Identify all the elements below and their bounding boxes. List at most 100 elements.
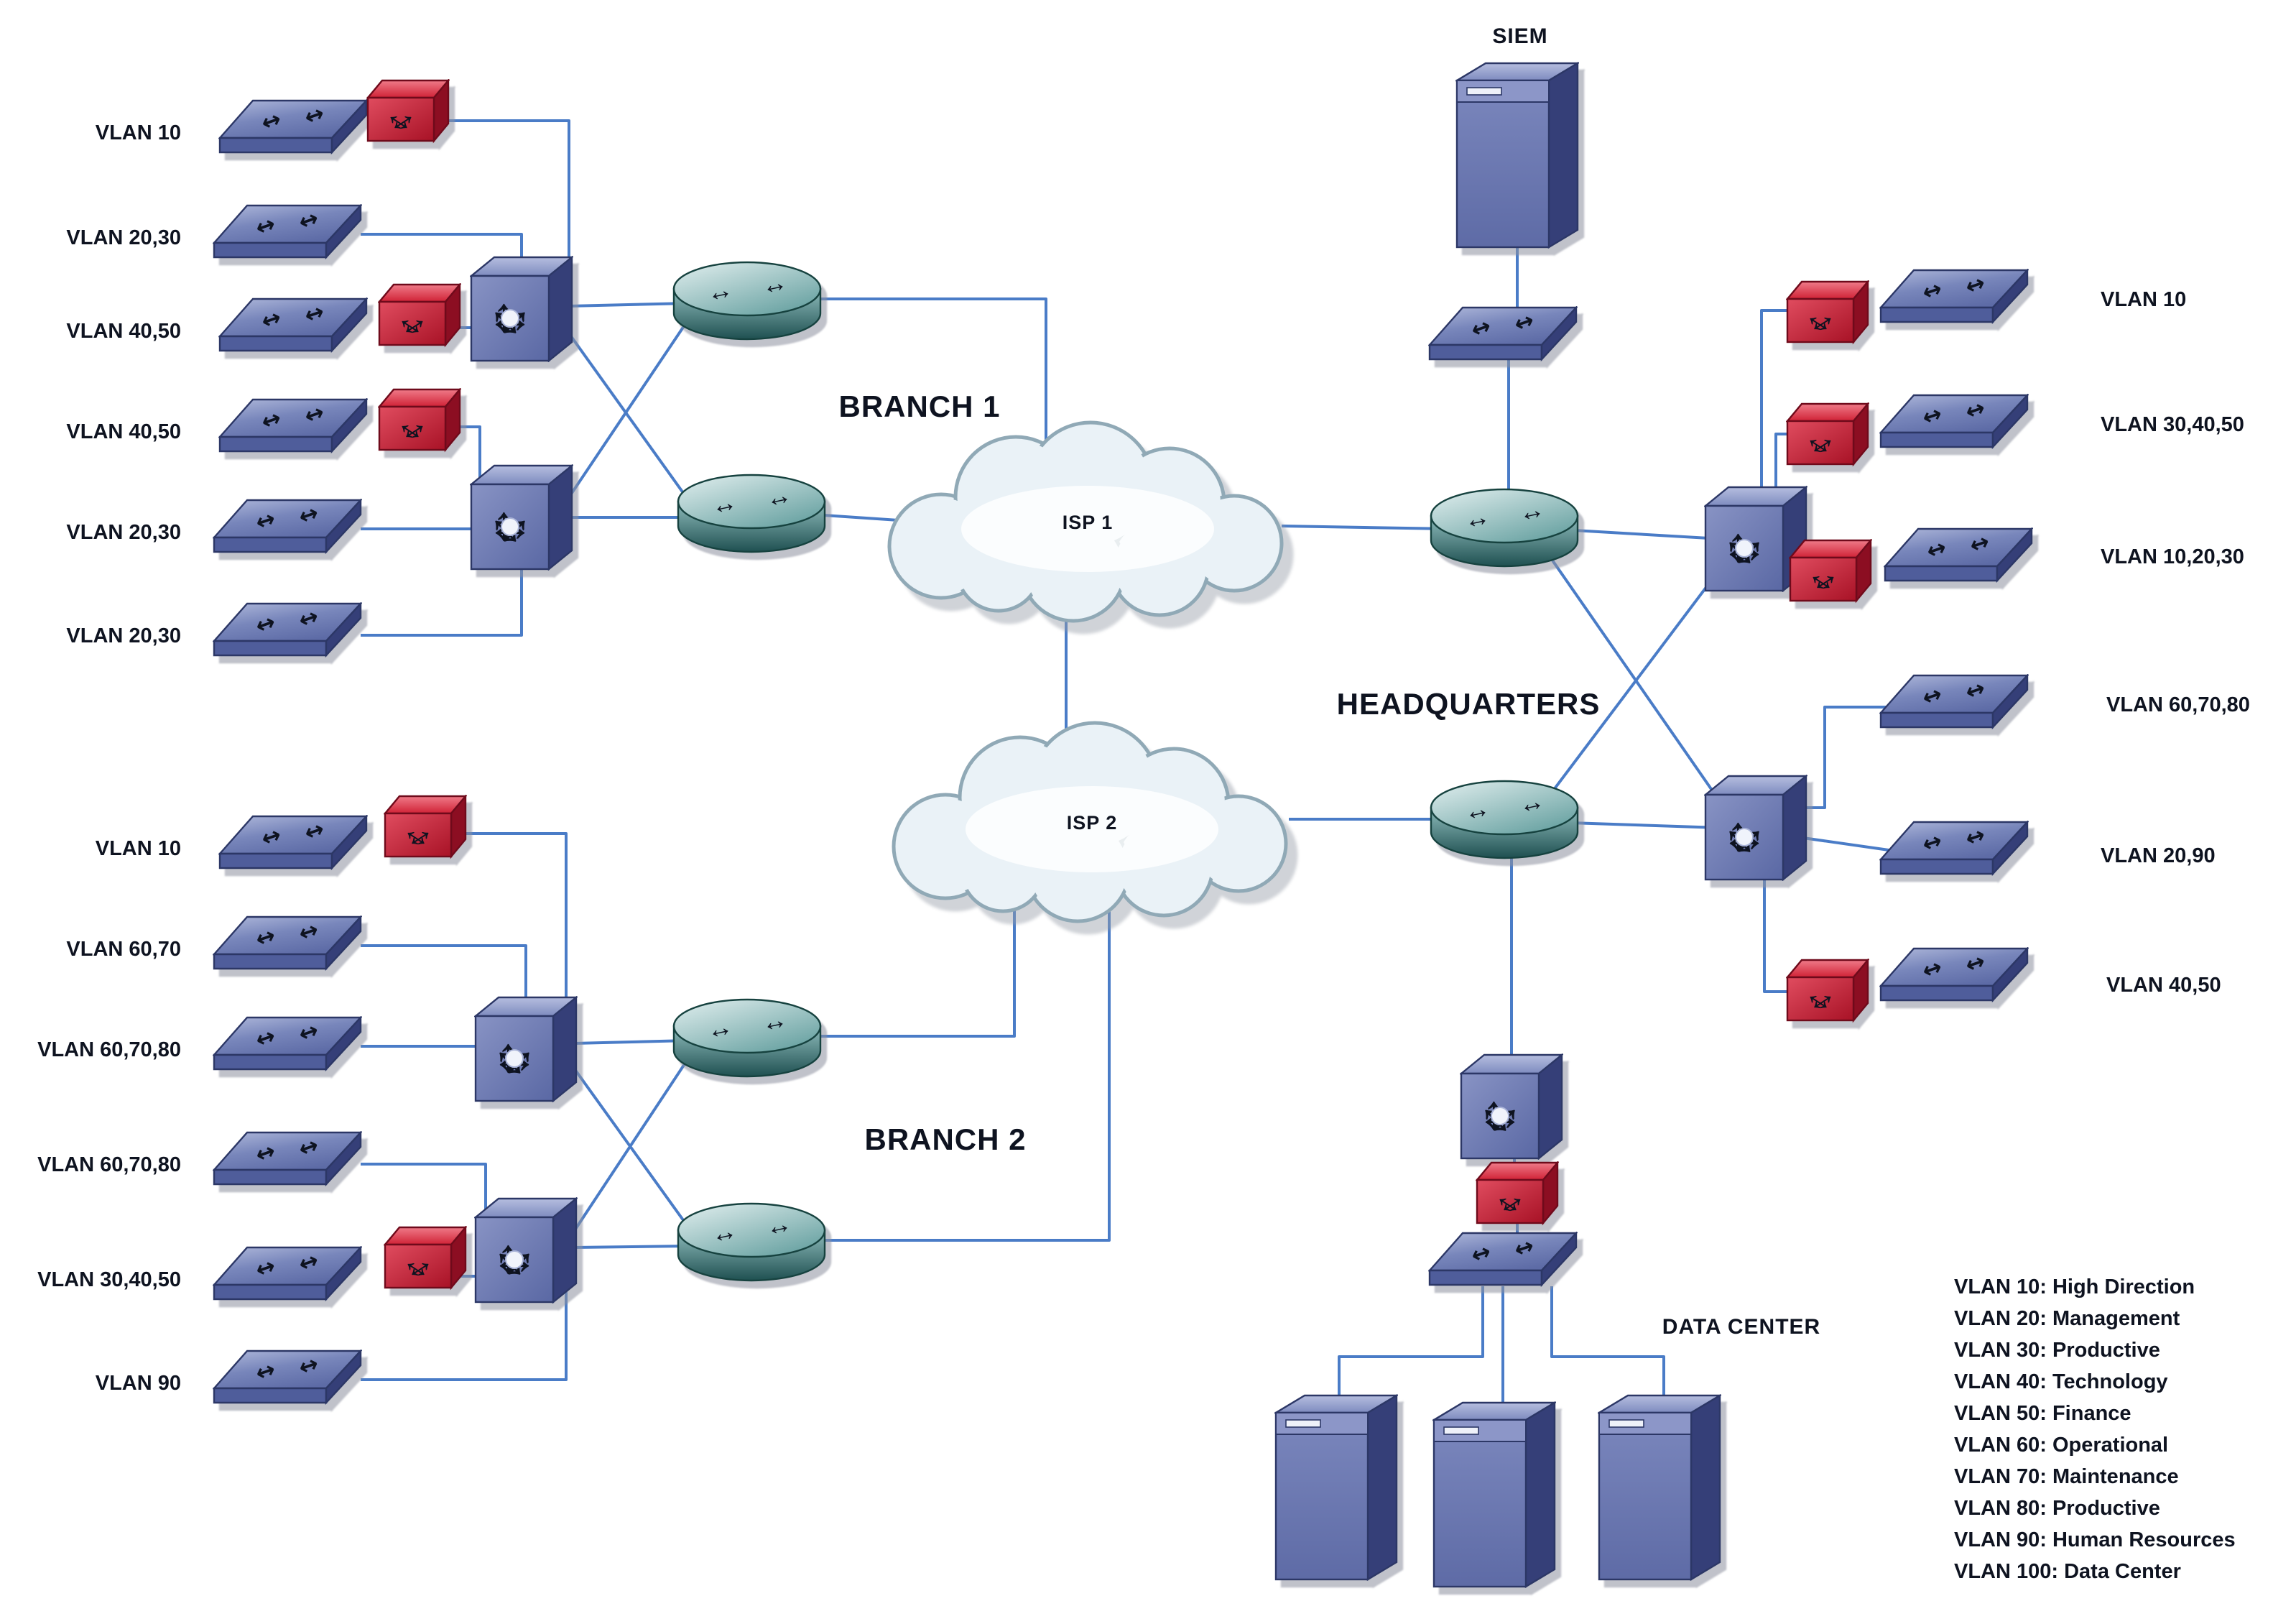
hq-switch-vlan304050--switch-icon <box>1879 394 2029 448</box>
hq-redswitch-vlan4050--red-switch-icon <box>1786 959 1869 1023</box>
link-b2-router1-isp2 <box>803 890 1016 1038</box>
link-b2-vlan607080b-mls2 <box>361 1163 487 1223</box>
hq-redswitch-vlan10--red-switch-icon <box>1786 280 1869 345</box>
vlan-label-9: VLAN 60,70,80 <box>37 1038 181 1061</box>
datacenter-redswitch--red-switch-icon <box>1476 1161 1559 1226</box>
datacenter-switch--switch-icon <box>1428 1232 1578 1286</box>
link-dc-switch-server1 <box>1338 1286 1484 1427</box>
hq-switch-vlan607080--switch-icon <box>1879 674 2029 729</box>
legend-item-2: VLAN 20: Management <box>1954 1307 2180 1330</box>
branch2-multilayer-switch-2--multilayer-switch-icon <box>474 1197 578 1304</box>
vlan-label-12: VLAN 90 <box>96 1372 181 1395</box>
vlan-label-1: VLAN 10 <box>96 121 181 144</box>
link-b2-mls2-router1 <box>573 1050 695 1232</box>
branch1-switch-vlan4050-b--switch-icon <box>218 398 368 453</box>
link-isp1-hq-router1 <box>1281 524 1450 531</box>
legend-item-8: VLAN 80: Productive <box>1954 1497 2160 1520</box>
branch1-redswitch-vlan4050-a--red-switch-icon <box>378 283 461 348</box>
label-siem: SIEM <box>1492 24 1547 48</box>
branch1-router-2--router-icon <box>677 474 826 553</box>
branch2-redswitch-vlan304050--red-switch-icon <box>384 1226 467 1291</box>
link-hq-router1-mls2 <box>1542 547 1726 810</box>
branch2-switch-vlan10--switch-icon <box>218 815 368 869</box>
vlan-label-11: VLAN 30,40,50 <box>37 1268 181 1291</box>
label-isp-1: ISP 1 <box>1063 512 1114 533</box>
legend-item-1: VLAN 10: High Direction <box>1954 1275 2195 1298</box>
link-b1-vlan2030c-mls2 <box>361 559 523 637</box>
link-b1-mls1-router1 <box>567 301 689 308</box>
legend-item-5: VLAN 50: Finance <box>1954 1402 2131 1425</box>
vlan-label-7: VLAN 10 <box>96 837 181 860</box>
label-data-center: DATA CENTER <box>1662 1315 1820 1339</box>
legend-item-10: VLAN 100: Data Center <box>1954 1560 2181 1583</box>
link-dc-switch-server3 <box>1550 1286 1665 1427</box>
legend-item-9: VLAN 90: Human Resources <box>1954 1528 2236 1551</box>
link-hq-router2-mls1 <box>1542 561 1726 804</box>
hq-switch-vlan4050--switch-icon <box>1879 947 2029 1002</box>
hq-router-2--router-icon <box>1430 780 1579 859</box>
link-b2-router2-isp2 <box>812 901 1111 1242</box>
link-b2-mls1-router2 <box>573 1067 695 1235</box>
branch1-switch-vlan4050-a--switch-icon <box>218 297 368 352</box>
vlan-label-5: VLAN 20,30 <box>66 521 181 544</box>
hq-router-1--router-icon <box>1430 488 1579 568</box>
link-b1-mls1-router2 <box>567 331 695 508</box>
branch1-switch-vlan2030-a--switch-icon <box>213 204 362 259</box>
vlan-label-2: VLAN 20,30 <box>66 226 181 249</box>
legend-item-6: VLAN 60: Operational <box>1954 1434 2168 1457</box>
branch2-switch-vlan607080-b--switch-icon <box>213 1131 362 1186</box>
link-b2-vlan6070-mls1 <box>361 944 527 1010</box>
branch1-router-1--router-icon <box>672 261 822 341</box>
siem-server--server-icon <box>1455 62 1579 249</box>
link-hq-mls2-vlan2090 <box>1791 834 1896 853</box>
hq-redswitch-vlan304050--red-switch-icon <box>1786 402 1869 467</box>
datacenter-server-3--server-icon <box>1598 1394 1721 1581</box>
vlan-label-10: VLAN 60,70,80 <box>37 1153 181 1176</box>
vlan-label-16: VLAN 60,70,80 <box>2106 693 2250 716</box>
label-branch-2: BRANCH 2 <box>864 1122 1026 1156</box>
link-b2-mls1-router1 <box>573 1038 689 1046</box>
branch2-router-2--router-icon <box>677 1202 826 1282</box>
branch1-multilayer-switch-1--multilayer-switch-icon <box>470 256 573 362</box>
link-b2-vlan10-mls1 <box>455 832 568 1025</box>
branch1-switch-vlan2030-c--switch-icon <box>213 602 362 657</box>
link-hq-mls1-vlan10 <box>1760 309 1800 507</box>
devices-layer <box>213 62 2033 1588</box>
hq-switch-vlan102030--switch-icon <box>1884 527 2033 582</box>
link-b1-vlan10-mls1 <box>441 119 570 286</box>
vlan-label-3: VLAN 40,50 <box>66 320 181 343</box>
vlan-label-4: VLAN 40,50 <box>66 420 181 443</box>
vlan-label-15: VLAN 10,20,30 <box>2101 545 2244 568</box>
vlan-label-17: VLAN 20,90 <box>2101 844 2216 867</box>
link-b1-mls2-router1 <box>567 311 695 499</box>
hq-multilayer-switch-2--multilayer-switch-icon <box>1704 775 1807 881</box>
label-headquarters: HEADQUARTERS <box>1337 687 1601 721</box>
links-layer <box>361 119 1896 1427</box>
vlan-label-18: VLAN 40,50 <box>2106 974 2221 997</box>
datacenter-server-1--server-icon <box>1274 1394 1398 1581</box>
vlan-label-14: VLAN 30,40,50 <box>2101 413 2244 436</box>
branch1-switch-vlan10--switch-icon <box>218 99 368 154</box>
branch2-switch-vlan304050--switch-icon <box>213 1246 362 1301</box>
branch2-multilayer-switch-1--multilayer-switch-icon <box>474 996 578 1102</box>
vlan-label-8: VLAN 60,70 <box>66 938 181 961</box>
vlan-label-13: VLAN 10 <box>2101 288 2186 311</box>
legend-item-3: VLAN 30: Productive <box>1954 1339 2160 1362</box>
label-branch-1: BRANCH 1 <box>838 389 1000 423</box>
branch1-switch-vlan2030-b--switch-icon <box>213 499 362 553</box>
branch2-redswitch-vlan10--red-switch-icon <box>384 795 467 859</box>
branch1-redswitch-vlan10--red-switch-icon <box>366 79 450 144</box>
branch2-switch-vlan6070--switch-icon <box>213 915 362 970</box>
hq-redswitch-vlan102030--red-switch-icon <box>1789 539 1872 604</box>
branch2-router-1--router-icon <box>672 998 822 1078</box>
hq-switch-vlan10--switch-icon <box>1879 269 2029 323</box>
vlan-label-6: VLAN 20,30 <box>66 624 181 647</box>
branch1-multilayer-switch-2--multilayer-switch-icon <box>470 464 573 571</box>
hq-siem-switch--switch-icon <box>1428 306 1578 361</box>
link-b2-mls2-router2 <box>573 1244 689 1250</box>
label-isp-2: ISP 2 <box>1067 812 1118 834</box>
hq-switch-vlan2090--switch-icon <box>1879 821 2029 875</box>
legend-item-4: VLAN 40: Technology <box>1954 1370 2168 1393</box>
